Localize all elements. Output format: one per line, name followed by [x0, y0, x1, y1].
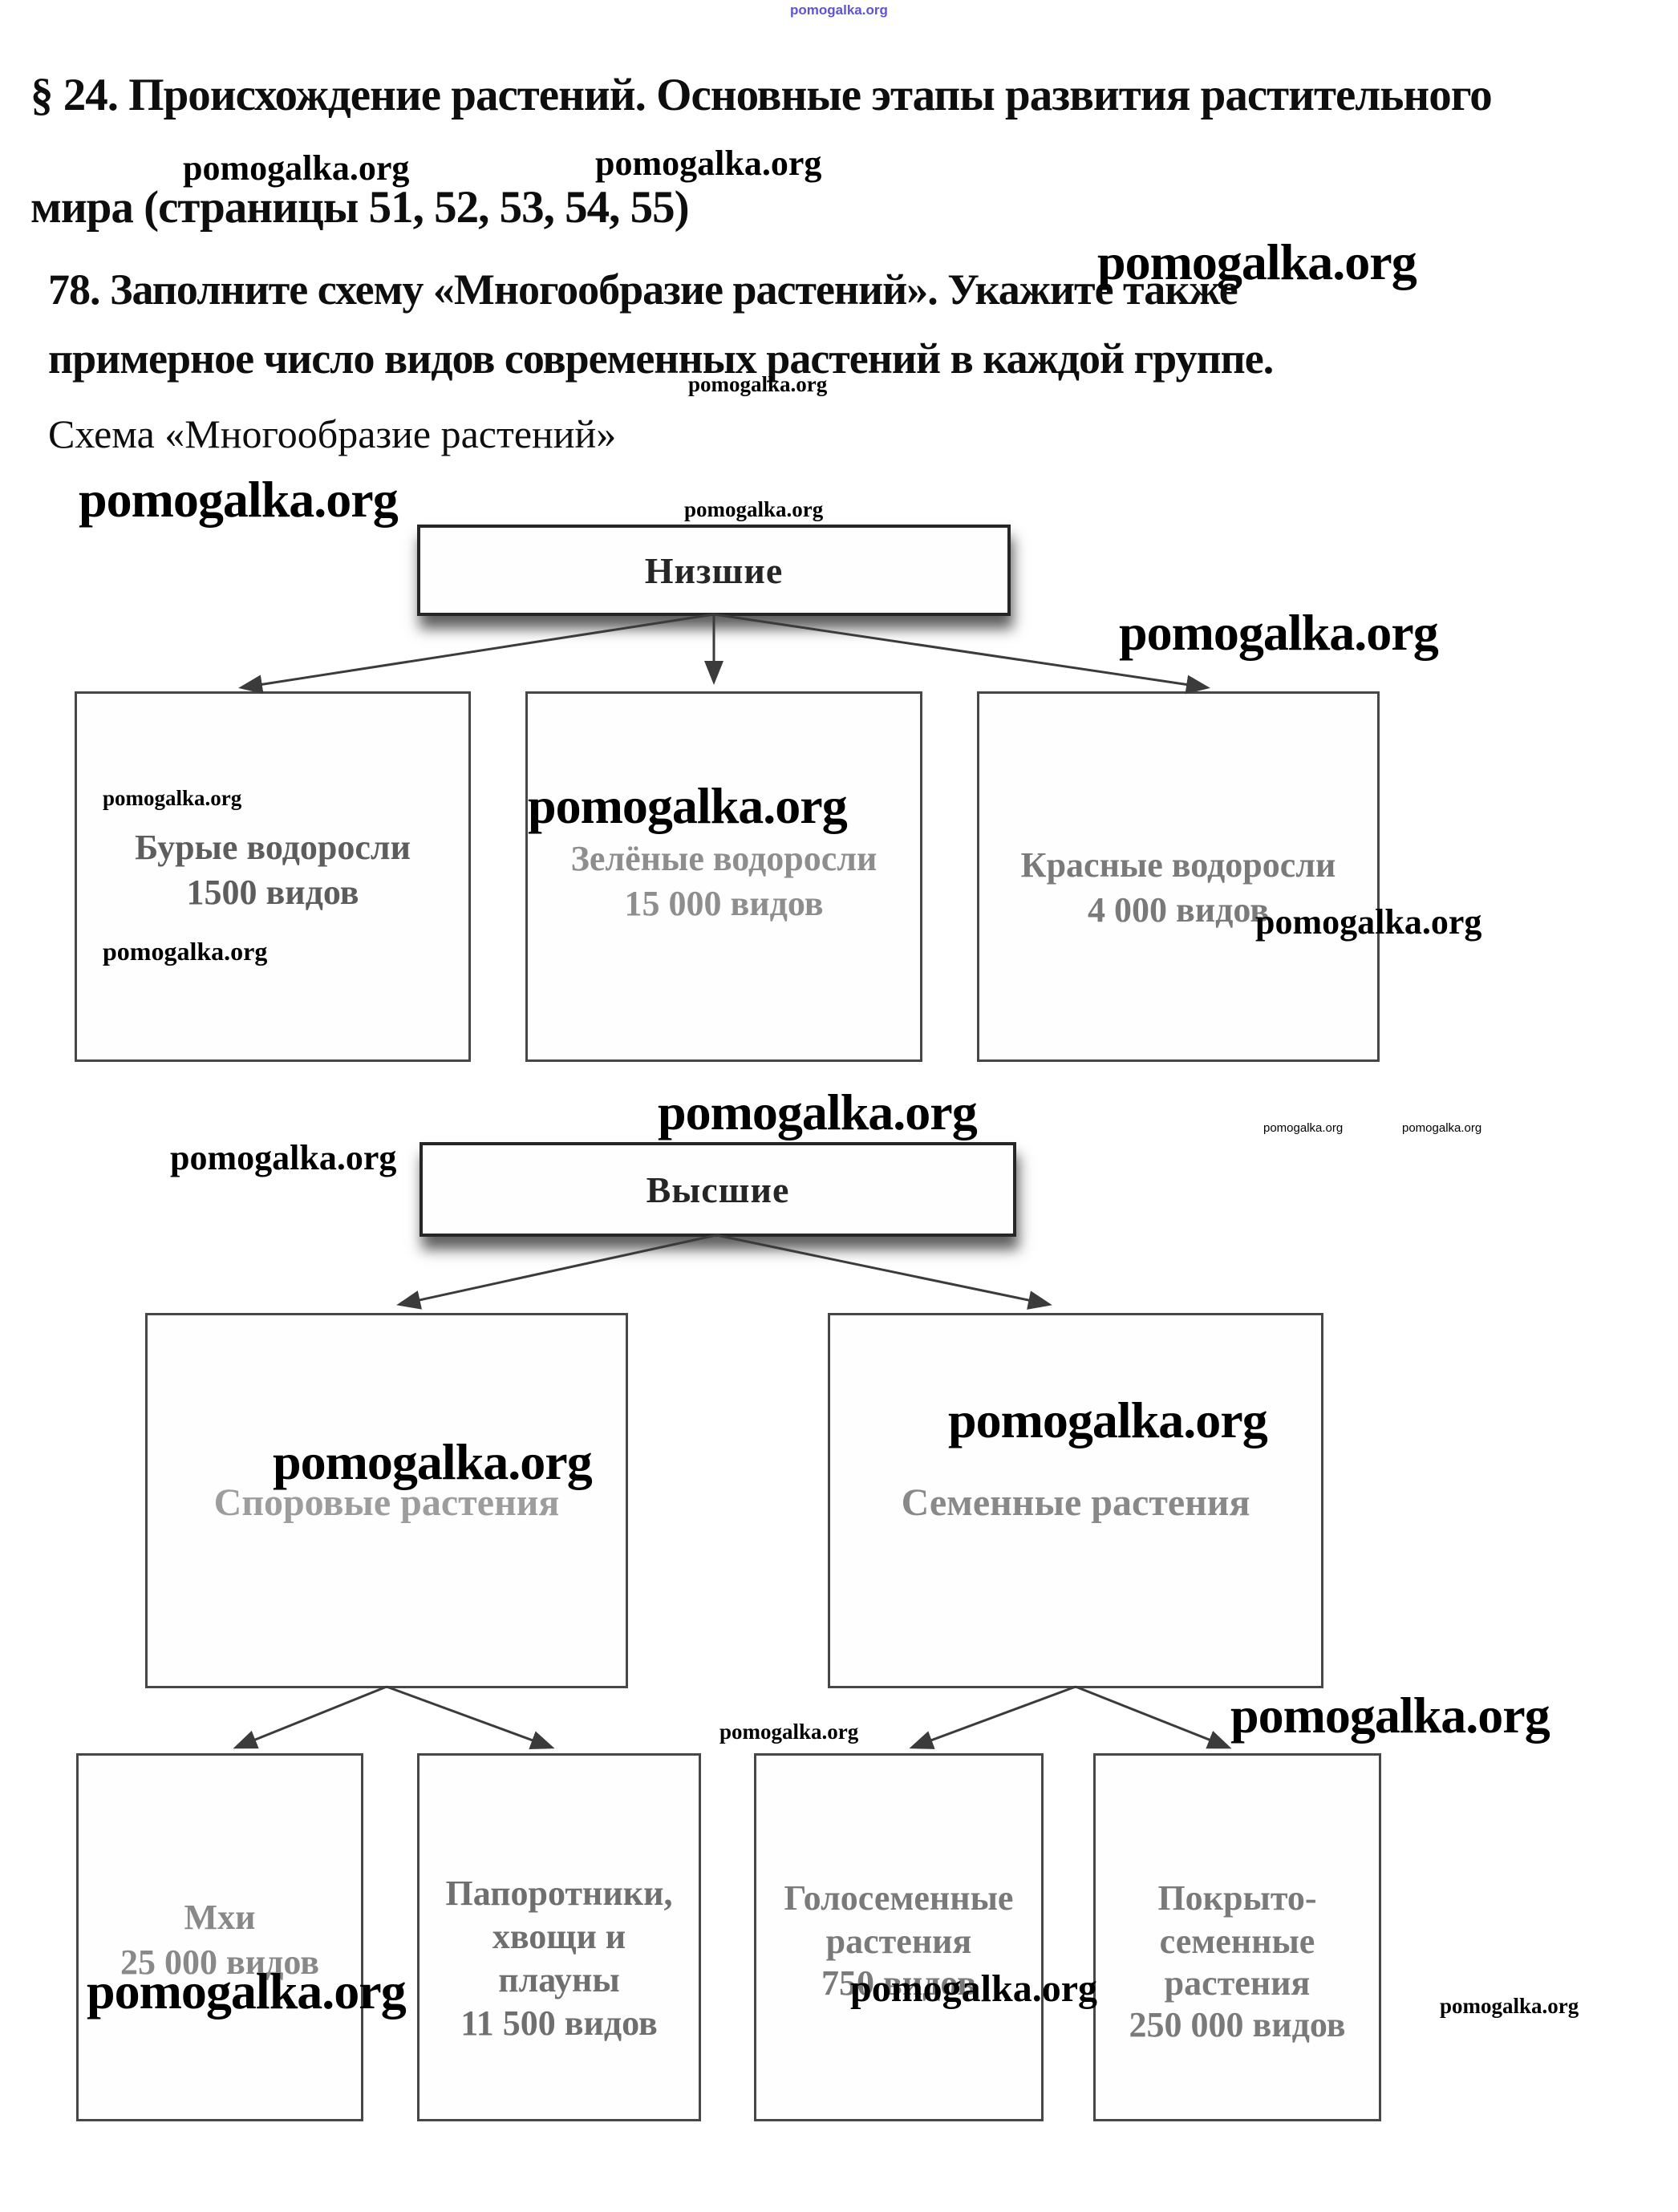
watermark-top: pomogalka.org [790, 2, 888, 18]
watermark: pomogalka.org [1230, 1687, 1550, 1744]
schema-caption: Схема «Многообразие растений» [48, 411, 617, 456]
diagram-box-higher-plants-root: Высшие [420, 1142, 1016, 1237]
page-title-line2: мира (страницы 51, 52, 53, 54, 55) [30, 182, 690, 233]
red-algae-count: 4 000 видов [1087, 890, 1270, 930]
watermark: pomogalka.org [658, 1084, 978, 1140]
red-algae-name: Красные водоросли [1020, 845, 1336, 885]
watermark: pomogalka.org [273, 1433, 593, 1490]
page-title-line1: § 24. Происхождение растений. Основные э… [30, 70, 1493, 120]
angiosperms-line3: растения [1164, 1963, 1311, 2003]
ferns-line2: хвощи и [492, 1917, 626, 1956]
gymnosperms-line1: Голосеменные [784, 1878, 1014, 1918]
brown-algae-name: Бурые водоросли [135, 828, 411, 867]
angiosperms-line2: семенные [1159, 1922, 1315, 1961]
watermark: pomogalka.org [688, 372, 828, 396]
watermark: pomogalka.org [79, 471, 399, 528]
watermark: pomogalka.org [1119, 604, 1439, 661]
watermark: pomogalka.org [595, 144, 822, 183]
angiosperms-line1: Покрыто- [1157, 1878, 1317, 1918]
green-algae-count: 15 000 видов [624, 884, 824, 923]
watermark: pomogalka.org [1440, 1994, 1579, 2018]
watermark: pomogalka.org [850, 1967, 1098, 2010]
diagram-box-spore-plants: Споровые растения [145, 1313, 628, 1688]
watermark: pomogalka.org [684, 497, 824, 521]
ferns-line1: Папоротники, [445, 1874, 673, 1913]
task-text-line2: примерное число видов современных растен… [48, 334, 1274, 383]
gymnosperms-count: 750 видов [821, 1963, 977, 2003]
watermark: pomogalka.org [1097, 233, 1417, 290]
green-algae-name: Зелёные водоросли [570, 839, 878, 878]
watermark: pomogalka.org [1402, 1121, 1482, 1135]
watermark: pomogalka.org [528, 777, 848, 834]
root-label-higher: Высшие [646, 1169, 790, 1210]
spore-plants-label: Споровые растения [213, 1481, 560, 1524]
mosses-count: 25 000 видов [120, 1943, 320, 1982]
diagram-box-gymnosperms: Голосеменные растения 750 видов [754, 1753, 1044, 2121]
diagram-box-seed-plants: Семенные растения [828, 1313, 1323, 1688]
brown-algae-count: 1500 видов [186, 873, 359, 912]
watermark: pomogalka.org [1255, 902, 1482, 942]
watermark: pomogalka.org [719, 1720, 859, 1744]
watermark: pomogalka.org [183, 148, 410, 188]
diagram-box-lower-plants-root: Низшие [417, 525, 1011, 616]
watermark: pomogalka.org [103, 786, 242, 810]
root-label-lower: Низшие [644, 549, 784, 591]
watermark: pomogalka.org [103, 937, 268, 966]
diagram-box-green-algae: Зелёные водоросли 15 000 видов [525, 691, 922, 1062]
watermark: pomogalka.org [170, 1138, 397, 1177]
diagram-box-angiosperms: Покрыто- семенные растения 250 000 видов [1093, 1753, 1381, 2121]
task-text-line1: 78. Заполните схему «Многообразие растен… [48, 265, 1238, 314]
ferns-count: 11 500 видов [460, 2003, 658, 2043]
watermark: pomogalka.org [948, 1392, 1268, 1448]
diagram-box-brown-algae: Бурые водоросли 1500 видов [75, 691, 471, 1062]
diagram-box-red-algae: Красные водоросли 4 000 видов [977, 691, 1380, 1062]
angiosperms-count: 250 000 видов [1129, 2005, 1346, 2044]
watermark: pomogalka.org [87, 1963, 407, 2020]
ferns-line3: плауны [498, 1960, 620, 1999]
watermark: pomogalka.org [1263, 1121, 1344, 1135]
seed-plants-label: Семенные растения [901, 1481, 1250, 1524]
gymnosperms-line2: растения [825, 1922, 972, 1961]
diagram-box-ferns: Папоротники, хвощи и плауны 11 500 видов [417, 1753, 701, 2121]
mosses-name: Мхи [184, 1898, 256, 1937]
diagram-box-mosses: Мхи 25 000 видов [76, 1753, 363, 2121]
